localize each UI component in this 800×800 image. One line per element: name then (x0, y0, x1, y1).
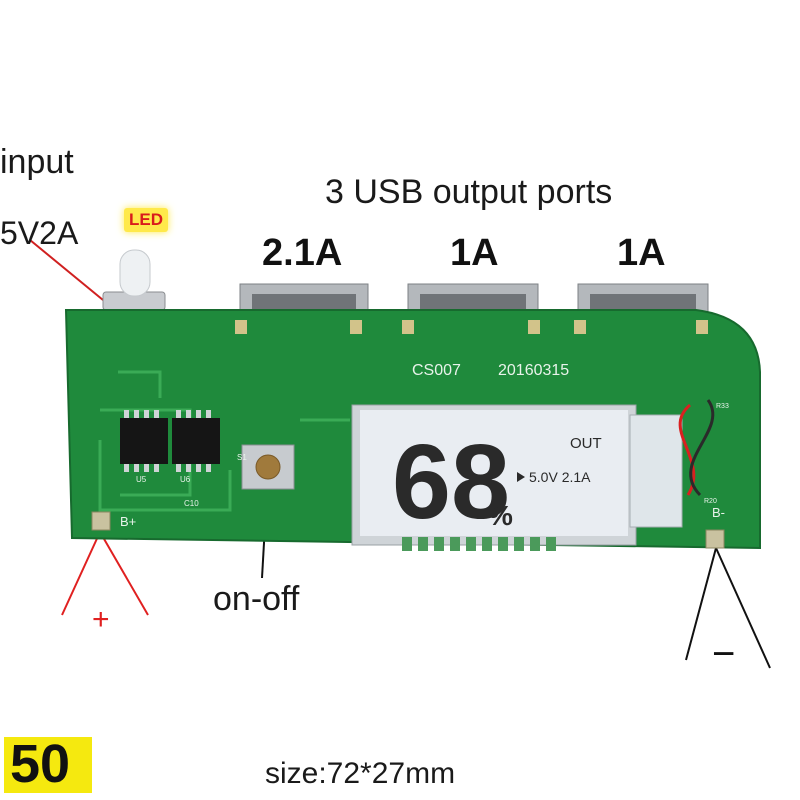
plus-pointer-left (61, 531, 101, 616)
pcb-part-s1: S1 (237, 453, 247, 462)
plus-terminal-sign: + (92, 603, 110, 636)
lcd-percent-sign: % (488, 500, 513, 531)
usb-ports-title: 3 USB output ports (325, 173, 613, 211)
ic-chip-u6 (172, 418, 220, 464)
minus-pointer-left (685, 547, 717, 661)
pcb-part-u6: U6 (180, 475, 191, 484)
plus-pointer-right (99, 531, 149, 616)
lcd-screen (360, 410, 628, 536)
input-pointer-line (29, 239, 104, 301)
minus-pointer-right (715, 547, 771, 669)
pcb-b-plus-text: B+ (120, 514, 136, 529)
lcd-percent-value: 68 (392, 423, 510, 541)
pcb-date-text: 20160315 (498, 362, 569, 379)
ic-chip-u5 (120, 418, 168, 464)
usb-pin (402, 320, 414, 334)
port-current-2: 1A (450, 232, 499, 274)
badge-number: 50 (10, 734, 71, 794)
lcd-indicator-triangle-icon (517, 472, 525, 482)
port-current-1: 2.1A (262, 232, 343, 274)
switch-button (255, 454, 281, 480)
b-plus-pad (91, 511, 111, 531)
lcd-mode-label: OUT (570, 435, 602, 452)
usb-pin (696, 320, 708, 334)
lcd-ribbon (629, 414, 683, 528)
input-label: input (0, 143, 74, 181)
size-label: size:72*27mm (265, 757, 456, 790)
led-label: LED (124, 208, 168, 232)
pcb-model-text: CS007 (412, 362, 461, 379)
b-minus-pad (705, 529, 725, 549)
pcb-part-u5: U5 (136, 475, 147, 484)
usb-pin (350, 320, 362, 334)
ic-pins (124, 410, 211, 472)
lcd-reading: 5.0V 2.1A (529, 469, 591, 485)
input-voltage-label: 5V2A (0, 215, 79, 251)
usb-pin (235, 320, 247, 334)
usb-pin (574, 320, 586, 334)
minus-terminal-sign: − (712, 632, 736, 676)
led-component (102, 249, 166, 311)
usb-pin (528, 320, 540, 334)
badge-background (4, 737, 92, 793)
pcb-b-minus-text: B- (712, 505, 725, 520)
black-wire (689, 399, 715, 497)
pcb-trace (98, 440, 232, 512)
pcb-part-r33: R33 (716, 403, 729, 410)
pcb-part-r20: R20 (704, 498, 717, 505)
port-current-3: 1A (617, 232, 666, 274)
on-off-label: on-off (213, 580, 300, 618)
pcb-trace (118, 370, 162, 398)
pcb-part-c10: C10 (184, 499, 199, 508)
lcd-connector-pins (402, 537, 556, 551)
